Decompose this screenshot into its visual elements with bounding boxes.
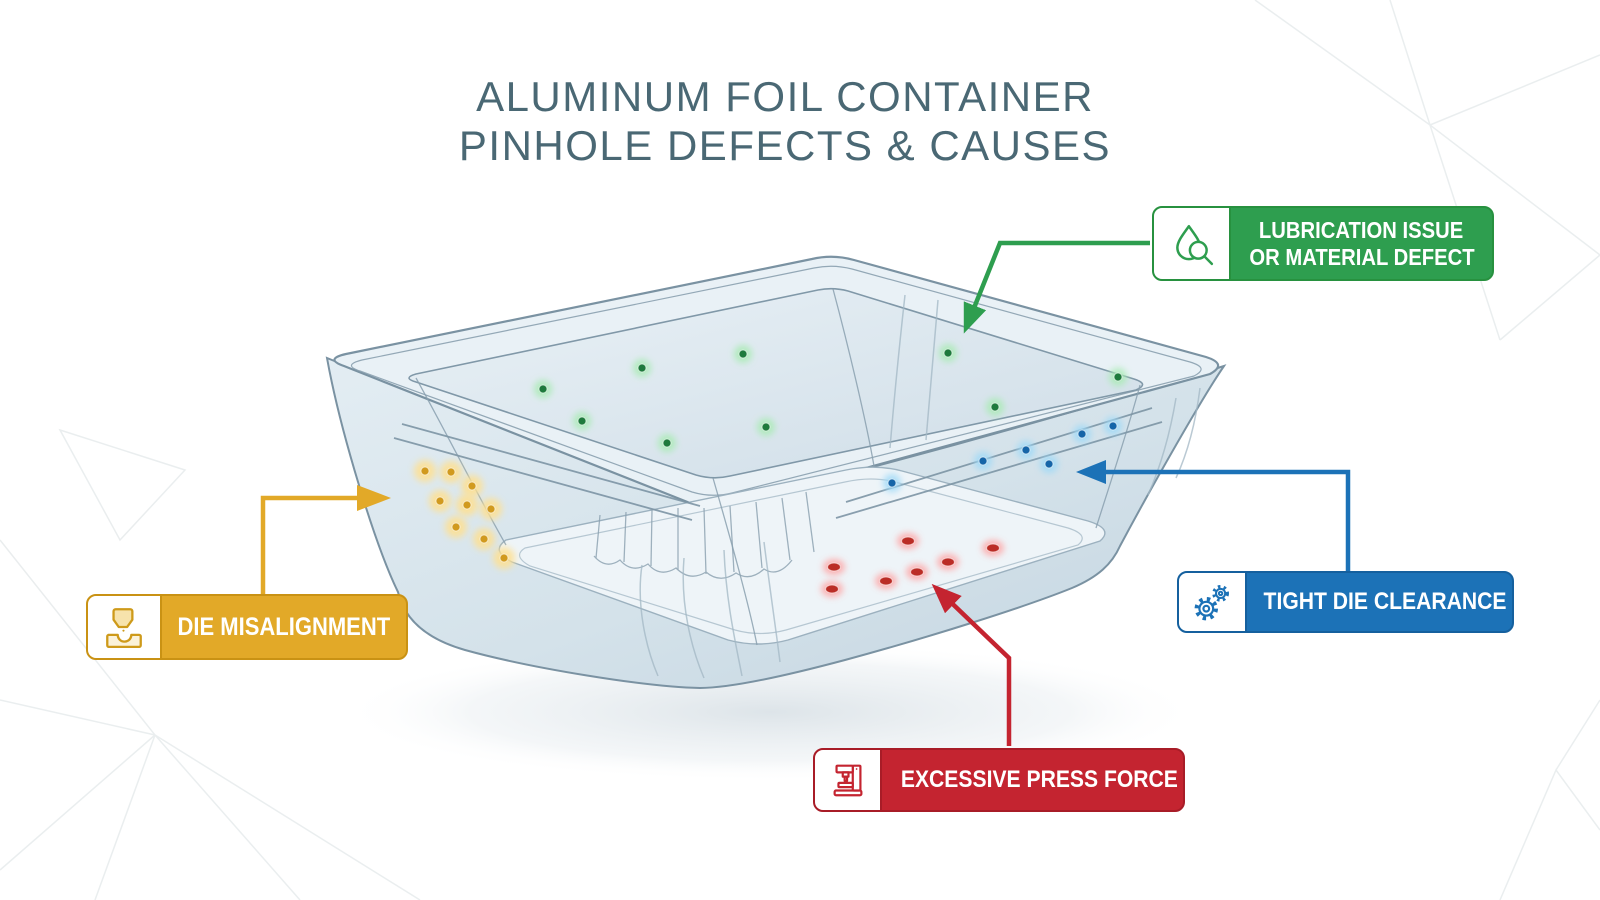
press-machine-icon [815, 750, 882, 810]
container-floor-inset-line [519, 478, 1083, 635]
container-cavity [408, 287, 1144, 479]
pinhole-dot-lubrication-or-material [734, 345, 752, 363]
page-title-line1: ALUMINUM FOIL CONTAINER [476, 73, 1094, 120]
pinhole-dot-tight-die-clearance [1040, 455, 1058, 473]
droplet-magnifier-icon [1154, 208, 1231, 279]
pinhole-dot-tight-die-clearance [1073, 425, 1091, 443]
container-rim-inner-line [350, 265, 1202, 496]
pinhole-dot-lubrication-or-material [757, 418, 775, 436]
pinhole-dot-tight-die-clearance [974, 452, 992, 470]
punch-die-icon [88, 596, 162, 658]
pinhole-dot-excessive-press-force [875, 573, 897, 589]
pinhole-dot-excessive-press-force [937, 554, 959, 570]
page-title-line2: PINHOLE DEFECTS & CAUSES [458, 122, 1112, 169]
connector-die-misalignment [260, 485, 391, 596]
gears-icon [1179, 573, 1247, 631]
badge-tight-die-clearance: TIGHT DIE CLEARANCE [1177, 571, 1514, 633]
badge-label: DIE MISALIGNMENT [177, 612, 391, 641]
badge-label: TIGHT DIE CLEARANCE [1263, 588, 1507, 616]
connector-tight-die-clearance [1076, 460, 1351, 573]
pinhole-dot-die-misalignment [414, 460, 436, 482]
pinhole-dot-die-misalignment [456, 494, 478, 516]
pinhole-dot-lubrication-or-material [534, 380, 552, 398]
badge-excessive-press-force: EXCESSIVE PRESS FORCE [813, 748, 1185, 812]
connector-lubrication [963, 240, 1150, 334]
pinhole-dot-excessive-press-force [897, 533, 919, 549]
pinhole-dot-die-misalignment [473, 528, 495, 550]
pinhole-dot-excessive-press-force [823, 559, 845, 575]
pinhole-dot-tight-die-clearance [1017, 441, 1035, 459]
pinhole-dot-lubrication-or-material [573, 412, 591, 430]
container-inner-creases [415, 288, 1141, 646]
pinhole-dot-lubrication-or-material [939, 344, 957, 362]
pinhole-dot-die-misalignment [480, 498, 502, 520]
pinhole-dot-tight-die-clearance [883, 474, 901, 492]
pinhole-dot-lubrication-or-material [633, 359, 651, 377]
container-shadow [340, 642, 1200, 782]
badge-die-misalignment: DIE MISALIGNMENT [86, 594, 408, 660]
container-crimp-skirt [593, 491, 815, 579]
pinhole-dot-die-misalignment [493, 547, 515, 569]
badge-lubrication-or-material: LUBRICATION ISSUE OR MATERIAL DEFECT [1152, 206, 1494, 281]
pinhole-dot-lubrication-or-material [1109, 368, 1127, 386]
pinhole-dot-tight-die-clearance [1104, 417, 1122, 435]
badge-label: LUBRICATION ISSUE OR MATERIAL DEFECT [1248, 216, 1475, 270]
pinhole-dot-lubrication-or-material [986, 398, 1004, 416]
connectors [260, 240, 1351, 746]
pinhole-dot-lubrication-or-material [658, 434, 676, 452]
pinhole-dot-die-misalignment [440, 461, 462, 483]
container-wrinkles [639, 294, 1201, 679]
badge-label: EXCESSIVE PRESS FORCE [900, 766, 1178, 794]
pinhole-dot-excessive-press-force [906, 564, 928, 580]
connector-excessive-press-force [931, 583, 1012, 746]
pinhole-dot-die-misalignment [429, 490, 451, 512]
pinhole-dot-die-misalignment [461, 475, 483, 497]
pinhole-dot-excessive-press-force [982, 540, 1004, 556]
pinhole-dot-excessive-press-force [821, 581, 843, 597]
pinhole-dot-die-misalignment [445, 516, 467, 538]
page-title: ALUMINUM FOIL CONTAINER PINHOLE DEFECTS … [0, 72, 1570, 170]
pinhole-dots-layer [414, 344, 1127, 597]
